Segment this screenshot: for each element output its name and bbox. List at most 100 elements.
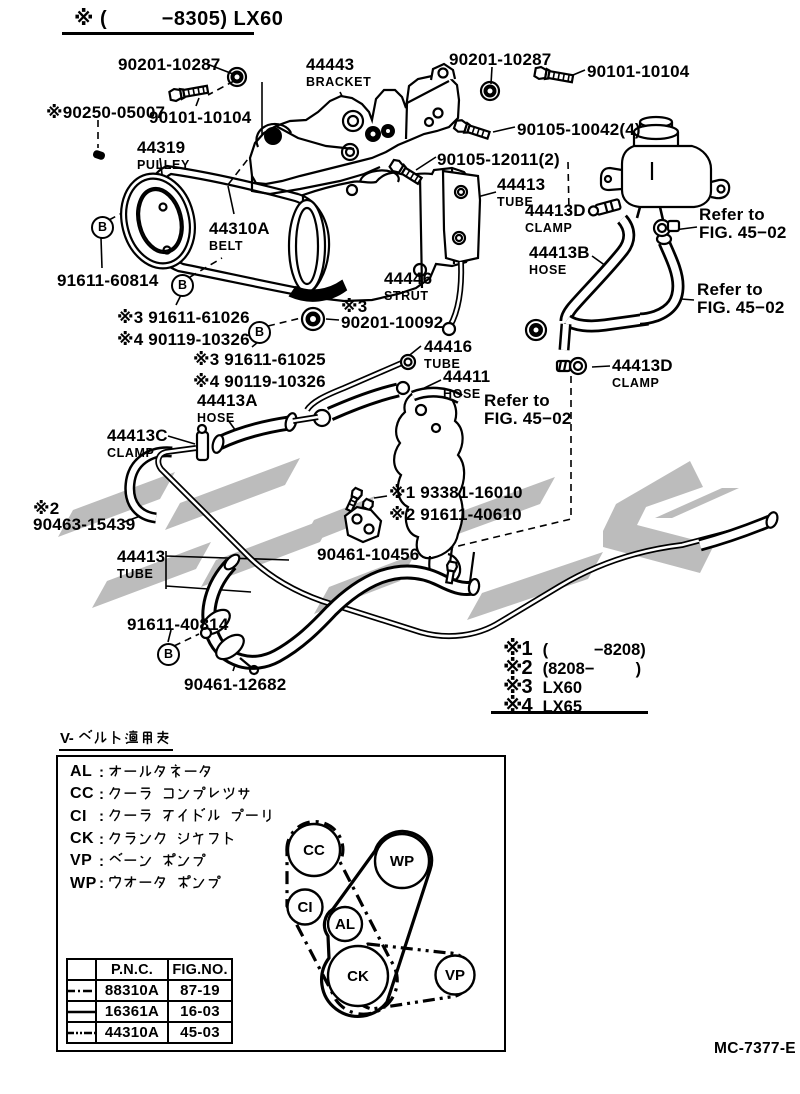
part-number: 90105-12011(2) xyxy=(437,150,560,169)
line-style-sample xyxy=(66,1021,97,1044)
legend-code: AL xyxy=(70,763,93,781)
line-style-sample xyxy=(66,979,97,1002)
bolt-marker-4: B xyxy=(157,643,180,666)
part-name: STRUT xyxy=(384,288,429,303)
footnote-mark: ※4 xyxy=(503,695,533,717)
vbelt-legend: AL:CC:CI:CK:VP:WP: xyxy=(70,761,297,895)
part-number: ※90250-05007 xyxy=(46,103,166,122)
table-header-row: P.N.C. FIG.NO. xyxy=(66,958,233,981)
table-header-pnc: P.N.C. xyxy=(95,958,169,981)
footnote-mark: ※1 xyxy=(503,638,533,660)
svg-text:-: - xyxy=(69,730,74,747)
part-number: 44416 xyxy=(424,337,473,356)
part-number: 91611-60814 xyxy=(57,271,159,290)
callout-90201-10287-left: 90201-10287 xyxy=(118,54,220,76)
power-steering-diagram xyxy=(92,62,779,676)
part-number: 44413B xyxy=(529,243,590,262)
callout-90101-10104-left: 90101-10104 xyxy=(149,107,251,129)
part-name: TUBE xyxy=(424,356,461,371)
part-name: CLAMP xyxy=(612,375,660,390)
callout-91611-60814: 91611-60814 xyxy=(57,270,158,292)
legend-name xyxy=(108,807,297,826)
part-number: 90201-10092 xyxy=(341,313,444,332)
callout-90461-12682: 90461-12682 xyxy=(184,674,286,696)
part-number: 44443 xyxy=(306,55,355,74)
part-number: ※2 91611-40610 xyxy=(389,504,522,524)
part-number: ※1 93381-16010 xyxy=(389,483,523,502)
part-number: Refer to xyxy=(484,391,550,410)
pulley-cc: CC xyxy=(286,822,342,878)
legend-code: VP xyxy=(70,852,93,870)
vbelt-table-title: V- xyxy=(60,729,186,751)
bolt-marker-1: B xyxy=(91,216,114,239)
part-name: BELT xyxy=(209,238,244,253)
part-name: HOSE xyxy=(443,386,481,401)
part-number: FIG. 45−02 xyxy=(484,409,572,428)
footnote-row: ※1 ( −8208) xyxy=(503,636,646,660)
hose-assembly-drawing xyxy=(124,353,779,676)
pulley-wp: WP xyxy=(373,832,431,890)
pulley-label: CK xyxy=(347,968,369,985)
footnote-text: ( −8208) xyxy=(542,641,646,659)
part-number: FIG. 45−02 xyxy=(699,223,787,242)
pulley-al: AL xyxy=(326,905,364,943)
callout-90101-10104-right: 90101-10104 xyxy=(587,61,689,83)
footnote-text: LX65 xyxy=(542,698,583,716)
callout-90105-12011: 90105-12011(2) xyxy=(437,149,560,171)
callout-90105-10042: 90105-10042(4) xyxy=(517,119,641,141)
legend-code: CC xyxy=(70,785,95,803)
tube-bracket-drawing xyxy=(441,169,482,337)
footnote-mark: ※2 xyxy=(503,657,533,679)
callout-91611-40814: 91611-40814 xyxy=(127,614,228,636)
part-number: ※3 91611-61025 xyxy=(193,350,326,369)
part-name: HOSE xyxy=(197,410,235,425)
legend-row-ck: CK: xyxy=(70,828,297,850)
pulley-label: WP xyxy=(390,853,414,870)
part-number: ※3 91611-61026 xyxy=(117,308,250,327)
fig-value: 87-19 xyxy=(167,979,233,1002)
pulley-drawing xyxy=(120,172,196,270)
bolt-93381-1 xyxy=(344,486,364,513)
part-number: ※4 90119-10326 xyxy=(193,371,326,391)
table-header-style xyxy=(66,958,97,981)
part-number: 91611-40814 xyxy=(127,615,229,634)
footnote-row: ※3 LX60 xyxy=(503,674,646,698)
part-number: ※3 xyxy=(341,297,368,316)
fastener-drawings xyxy=(92,65,575,524)
legend-row-wp: WP: xyxy=(70,872,297,894)
legend-name xyxy=(108,830,252,849)
footnote-text: LX60 xyxy=(542,679,583,697)
bolt-90105-10042 xyxy=(452,119,491,140)
pnc-value: 44310A xyxy=(95,1021,169,1044)
pnc-value: 16361A xyxy=(95,1000,169,1023)
document-number: MC-7377-E xyxy=(714,1040,796,1057)
part-number: Refer to xyxy=(699,205,765,224)
legend-code: WP xyxy=(70,874,97,892)
callout-91611-61026: ※3 91611-61026※4 90119-10326 xyxy=(117,307,250,350)
part-name: TUBE xyxy=(497,194,534,209)
legend-name xyxy=(108,852,221,871)
table-header-fig: FIG.NO. xyxy=(167,958,233,981)
part-number: 90101-10104 xyxy=(149,108,252,127)
fig-value: 45-03 xyxy=(167,1021,233,1044)
footnote-mark: ※3 xyxy=(503,676,533,698)
part-number: 90461-12682 xyxy=(184,675,287,694)
legend-colon: : xyxy=(99,763,104,781)
part-number: 44413D xyxy=(525,201,586,220)
reservoir-drawing xyxy=(599,115,731,221)
bolt-90105-12011 xyxy=(388,158,424,186)
